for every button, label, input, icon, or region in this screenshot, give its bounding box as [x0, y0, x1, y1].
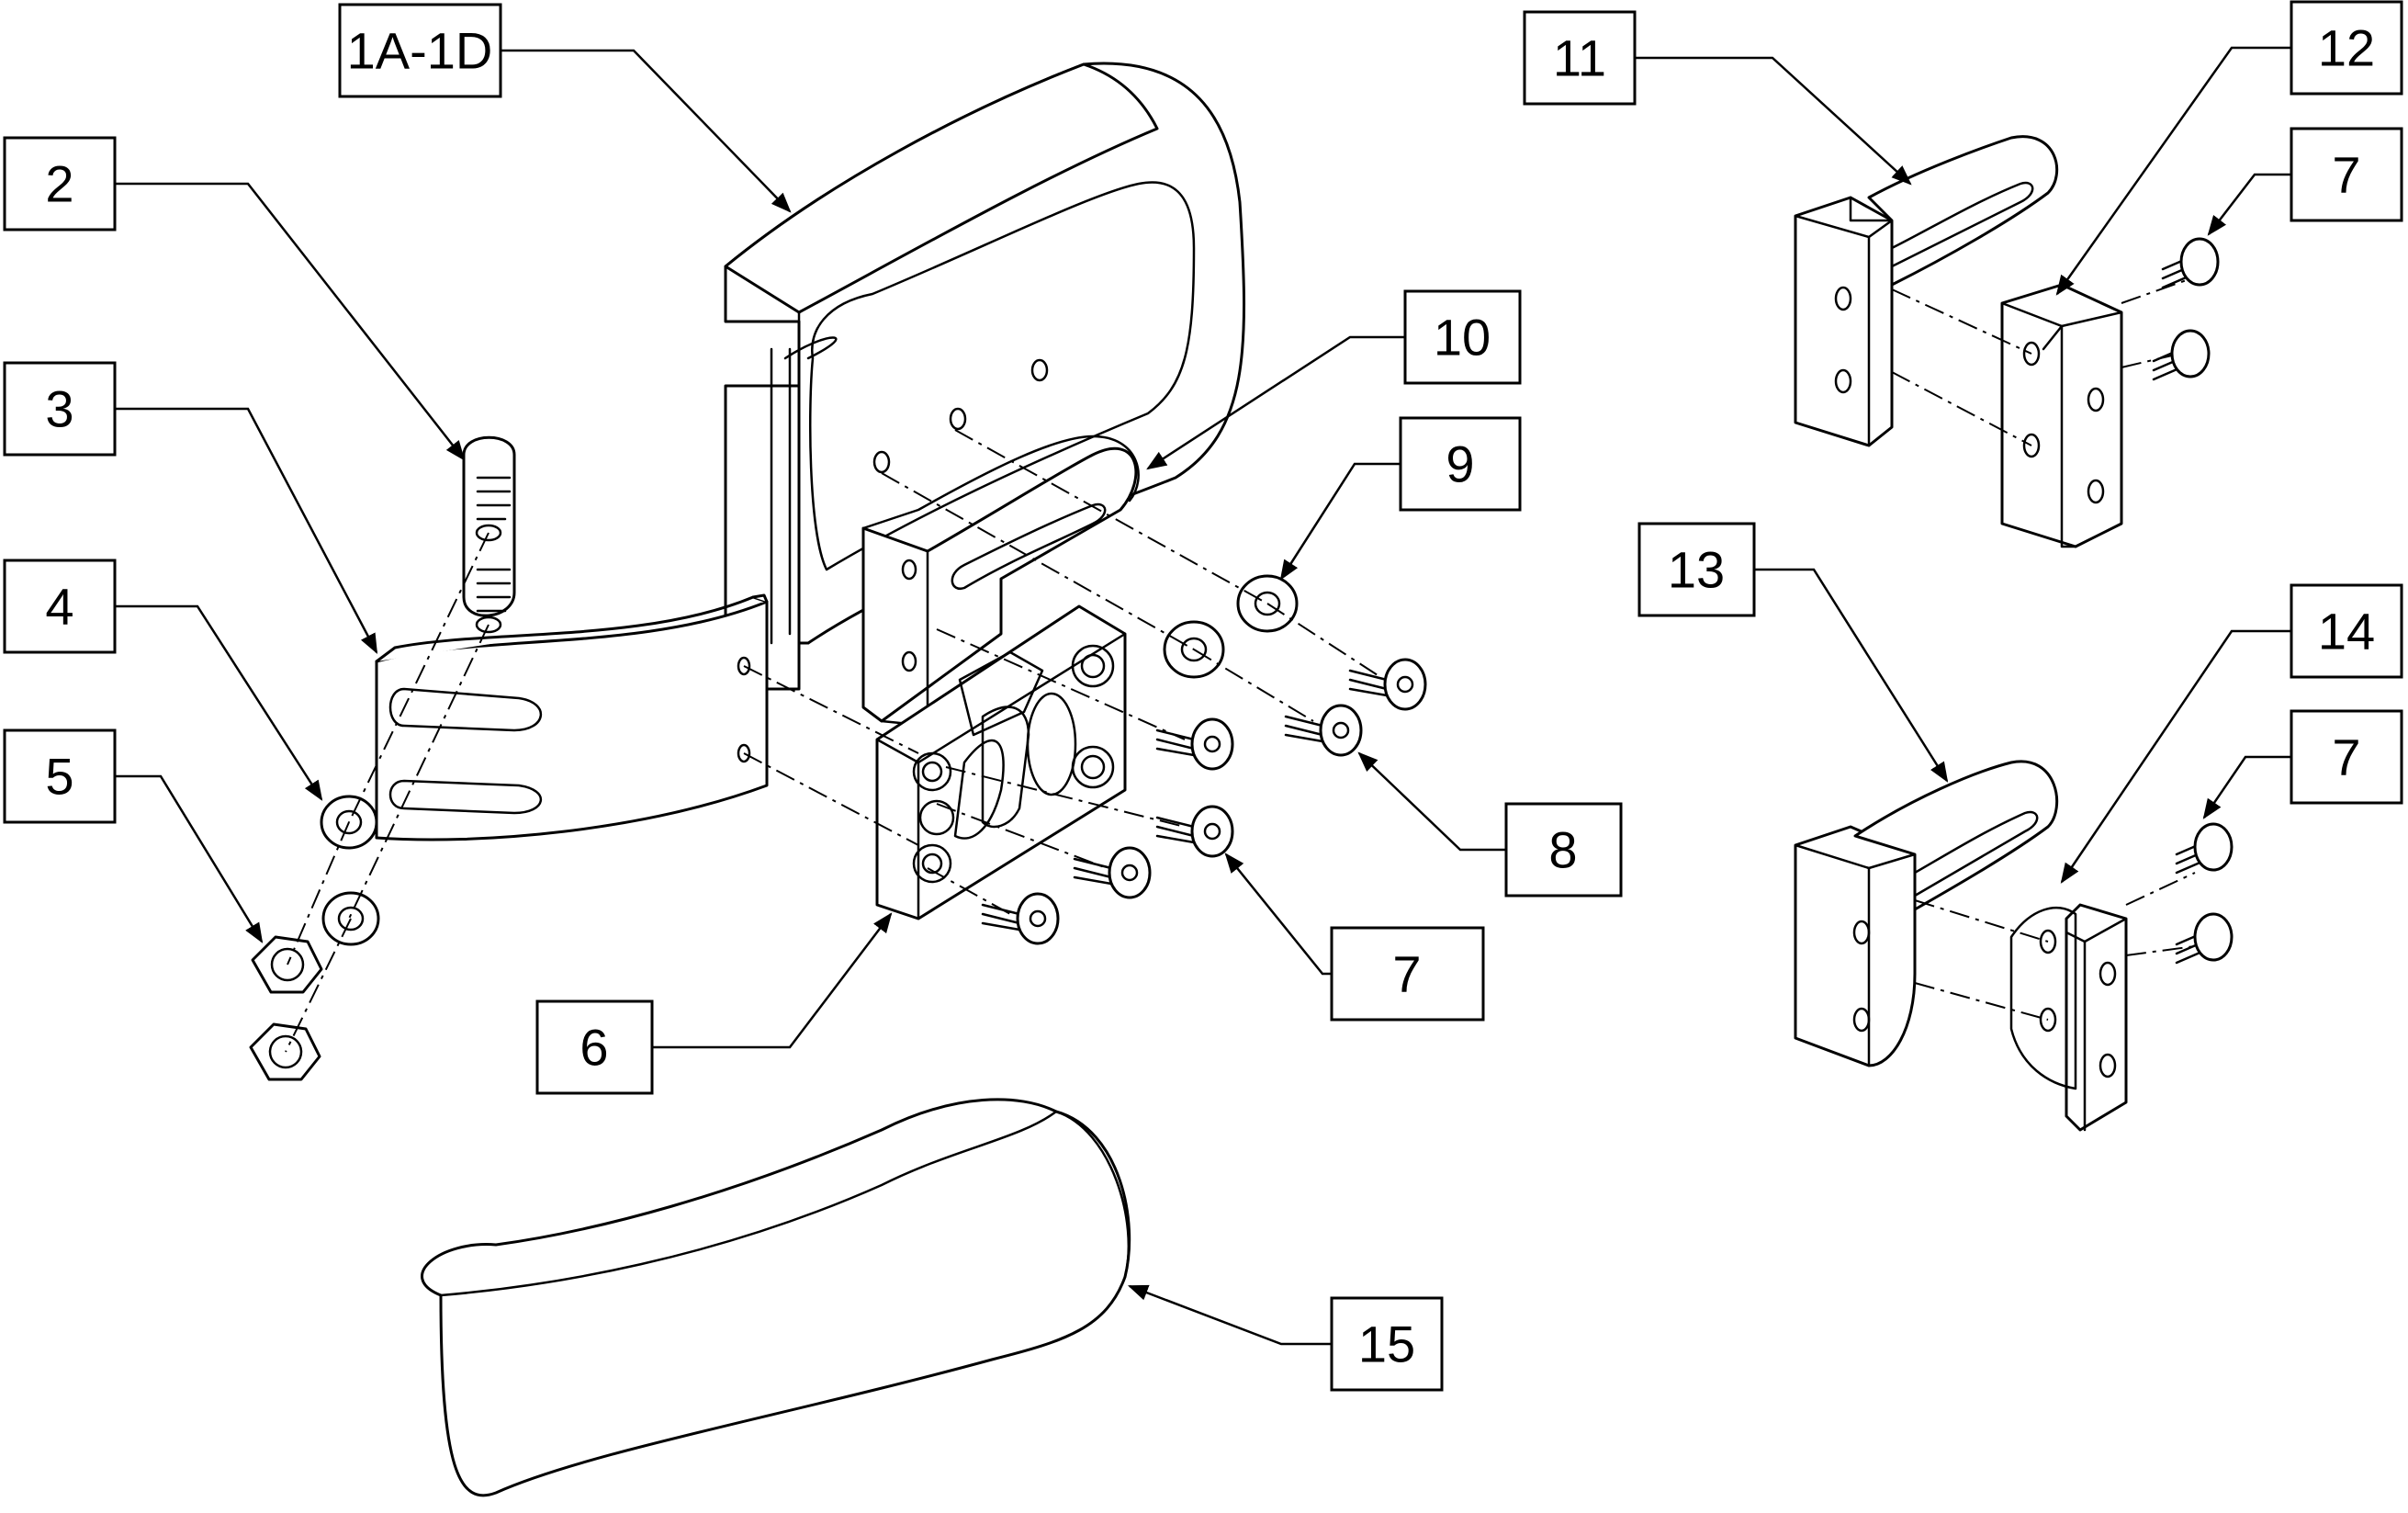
callout-label: 1A-1D: [347, 22, 493, 80]
curved-strap-part: [375, 593, 769, 841]
callout-12: 12: [2290, 0, 2403, 96]
callout-9: 9: [1399, 416, 1522, 512]
callout-label: 14: [2318, 603, 2375, 661]
callout-label: 10: [1434, 309, 1491, 367]
callout-8: 8: [1504, 802, 1623, 898]
callout-1a-1d: 1A-1D: [338, 3, 502, 98]
bracket-12-part: [1891, 275, 2200, 548]
callout-label: 13: [1668, 541, 1725, 599]
callout-label: 7: [2332, 146, 2360, 204]
callout-7-bottom-right: 7: [2290, 709, 2403, 805]
callout-label: 3: [45, 380, 73, 438]
bracket-13-part: [1794, 760, 2059, 1067]
callout-5: 5: [3, 728, 117, 824]
callout-label: 2: [45, 155, 73, 213]
callout-label: 6: [579, 1019, 608, 1077]
bracket-11-part: [1794, 135, 2059, 447]
callout-13: 13: [1637, 522, 1756, 617]
callout-label: 15: [1358, 1315, 1415, 1373]
screws-part: [981, 658, 1427, 945]
washers-9-part: [1163, 574, 1299, 679]
bracket-14-part: [1914, 872, 2196, 1132]
callout-label: 11: [1553, 29, 1606, 87]
callout-15: 15: [1330, 1296, 1444, 1392]
assembly-lines: [285, 429, 1378, 1053]
callout-2: 2: [3, 136, 117, 231]
callout-label: 7: [1392, 945, 1421, 1003]
callout-label: 8: [1548, 821, 1577, 879]
callout-3: 3: [3, 361, 117, 457]
callout-label: 4: [45, 578, 73, 636]
callout-6: 6: [535, 999, 654, 1095]
callout-label: 9: [1446, 435, 1474, 493]
screws-7-bottom-part: [2175, 822, 2234, 965]
slotted-bracket-part: [861, 435, 1140, 728]
callout-7-main: 7: [1330, 926, 1485, 1022]
screws-7-top-part: [2152, 237, 2220, 381]
hinge-mechanism-part: [875, 604, 1127, 920]
callout-label: 5: [45, 748, 73, 806]
stud-plate-part: [462, 435, 516, 634]
leader-lines: [115, 46, 2291, 1346]
callout-14: 14: [2290, 583, 2403, 679]
callout-10: 10: [1403, 289, 1522, 385]
callout-4: 4: [3, 559, 117, 654]
nuts-part: [249, 935, 323, 1081]
callout-label: 7: [2332, 728, 2360, 786]
callout-11: 11: [1523, 10, 1637, 106]
callout-7-top-right: 7: [2290, 127, 2403, 222]
arm-pad-part: [421, 1098, 1131, 1497]
callout-label: 12: [2318, 19, 2375, 77]
